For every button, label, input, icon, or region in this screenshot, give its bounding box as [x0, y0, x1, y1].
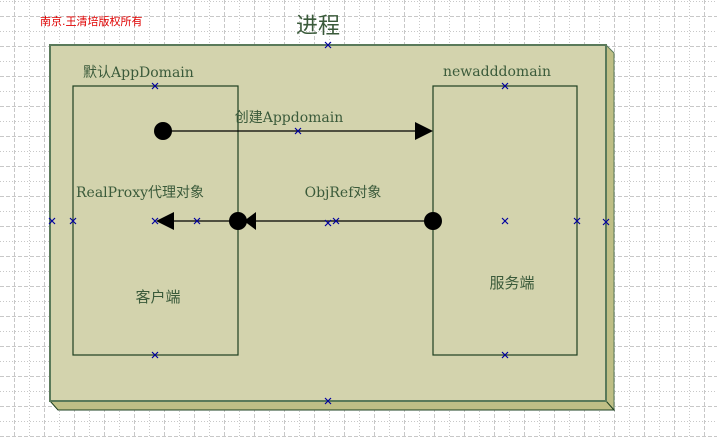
server-role-label: 服务端	[489, 274, 534, 292]
connection-handle-icon[interactable]	[151, 217, 159, 225]
message-create-appdomain[interactable]	[154, 122, 433, 140]
message-label: ObjRef对象	[305, 185, 382, 201]
message-proxy[interactable]	[156, 212, 247, 230]
message-objref[interactable]	[244, 212, 442, 230]
connection-handle-icon[interactable]	[501, 217, 509, 225]
connection-handle-icon[interactable]	[501, 82, 509, 90]
copyright-text: 南京.王清培版权所有	[40, 14, 143, 28]
arrowhead-icon	[415, 122, 433, 140]
connection-handle-icon[interactable]	[324, 397, 332, 405]
proxy-label: RealProxy代理对象	[76, 185, 204, 201]
connection-handle-icon[interactable]	[294, 127, 302, 135]
message-start-dot	[424, 212, 442, 230]
connection-handle-icon[interactable]	[151, 82, 159, 90]
arrowhead-icon	[244, 212, 256, 230]
connection-handle-icon[interactable]	[324, 219, 332, 227]
connection-handle-icon[interactable]	[324, 41, 332, 49]
process-node-bottom	[48, 400, 616, 411]
client-role-label: 客户端	[135, 288, 180, 306]
message-label: 创建Appdomain	[235, 110, 344, 126]
connection-handle-icon[interactable]	[48, 217, 56, 225]
message-start-dot	[229, 212, 247, 230]
message-start-dot	[154, 122, 172, 140]
process-node[interactable]	[48, 43, 616, 412]
server-domain-title: newadddomain	[443, 64, 551, 80]
process-node-side	[605, 43, 615, 412]
selection-handles	[48, 41, 610, 405]
connection-handle-icon[interactable]	[69, 217, 77, 225]
connection-handle-icon[interactable]	[602, 218, 610, 226]
connection-handle-icon[interactable]	[151, 351, 159, 359]
connection-handle-icon[interactable]	[573, 217, 581, 225]
process-title: 进程	[296, 14, 340, 39]
connection-handle-icon[interactable]	[501, 351, 509, 359]
connection-handle-icon[interactable]	[193, 217, 201, 225]
connection-handle-icon[interactable]	[332, 217, 340, 225]
client-domain-title: 默认AppDomain	[83, 65, 194, 81]
arrowhead-icon	[156, 212, 174, 230]
